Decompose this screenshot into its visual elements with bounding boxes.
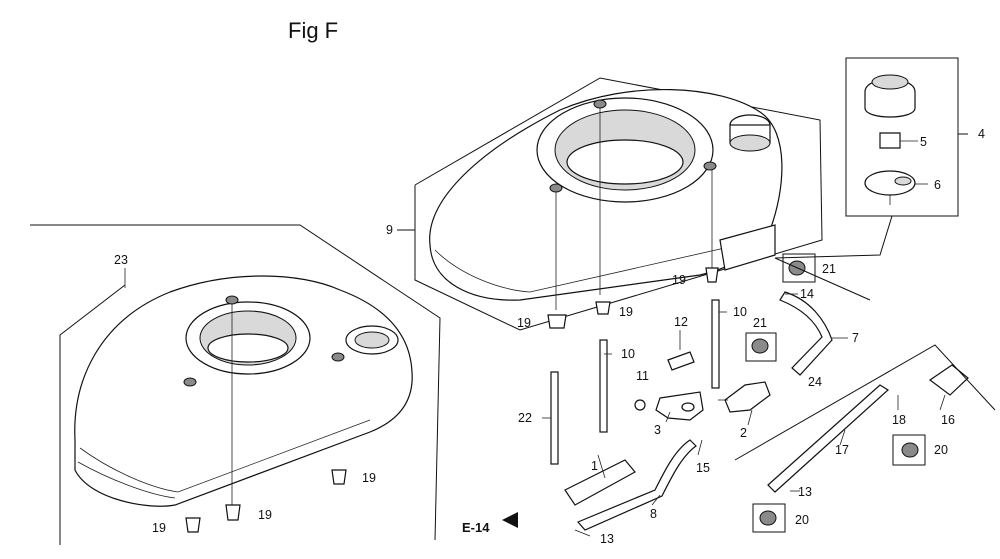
callout-21-mid: 21 xyxy=(753,316,767,330)
cover-9-boundary xyxy=(397,77,823,331)
callout-5: 5 xyxy=(920,135,927,149)
callout-19-f: 19 xyxy=(152,521,166,535)
reference-label: E-14 xyxy=(462,520,490,535)
fan-cover-left xyxy=(74,275,413,515)
callout-19-b: 19 xyxy=(619,305,633,319)
fuel-tubes xyxy=(564,291,889,531)
callout-20-bottom: 20 xyxy=(795,513,809,527)
callout-14: 14 xyxy=(800,287,814,301)
callout-23: 23 xyxy=(114,253,128,267)
fuel-line-boundary xyxy=(734,257,996,461)
callout-4: 4 xyxy=(978,127,985,141)
callout-1: 1 xyxy=(591,459,598,473)
callout-10-top: 10 xyxy=(733,305,747,319)
figure-title: Fig F xyxy=(288,18,339,43)
callout-12: 12 xyxy=(674,315,688,329)
cover-23-boundary xyxy=(30,224,441,545)
callout-20-right: 20 xyxy=(934,443,948,457)
callout-18: 18 xyxy=(892,413,906,427)
cap-assembly-box xyxy=(774,57,968,259)
callout-10-mid: 10 xyxy=(621,347,635,361)
callout-13-right: 13 xyxy=(798,485,812,499)
callout-6: 6 xyxy=(934,178,941,192)
leader-lines xyxy=(124,268,946,537)
callout-2: 2 xyxy=(740,426,747,440)
callout-19-c: 19 xyxy=(517,316,531,330)
callout-21-top: 21 xyxy=(822,262,836,276)
callout-15: 15 xyxy=(696,461,710,475)
callout-19-a: 19 xyxy=(672,273,686,287)
callout-16: 16 xyxy=(941,413,955,427)
callout-13-bottom: 13 xyxy=(600,532,614,546)
studs xyxy=(550,299,720,465)
grommets xyxy=(185,267,719,533)
callout-19-e: 19 xyxy=(258,508,272,522)
callout-19-d: 19 xyxy=(362,471,376,485)
callout-8: 8 xyxy=(650,507,657,521)
callout-numbers: 1 2 3 4 5 6 7 8 9 10 10 11 12 13 13 14 1… xyxy=(114,127,985,546)
callout-11: 11 xyxy=(636,369,649,383)
hose-clips xyxy=(745,253,926,533)
callout-22: 22 xyxy=(518,411,532,425)
fuel-valve xyxy=(718,364,969,413)
callout-9: 9 xyxy=(386,223,393,237)
fan-cover-main xyxy=(429,88,783,310)
callout-17: 17 xyxy=(835,443,849,457)
callout-24: 24 xyxy=(808,375,822,389)
bracket-parts xyxy=(634,351,704,421)
reference-arrow: E-14 xyxy=(462,512,518,535)
callout-7: 7 xyxy=(852,331,859,345)
callout-3: 3 xyxy=(654,423,661,437)
